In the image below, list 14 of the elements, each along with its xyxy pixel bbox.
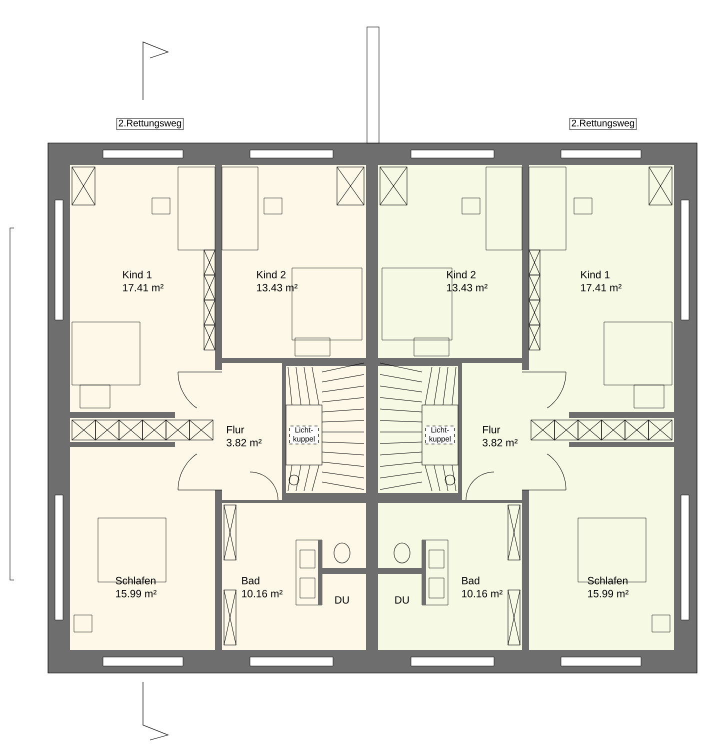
room-label: Schlafen 15.99 m²: [116, 576, 156, 598]
room-label: DU: [395, 596, 409, 604]
room-label: Flur 3.82 m²: [482, 426, 518, 446]
room-label: Kind 1 17.41 m²: [581, 270, 622, 292]
room-label: Flur 3.82 m²: [226, 426, 262, 446]
room-label: Schlafen 15.99 m²: [588, 576, 628, 598]
escape-route-tag: 2.Rettungsweg: [116, 118, 184, 130]
room-label: Kind 2 13.43 m²: [257, 270, 298, 292]
room-label: Bad 10.16 m²: [242, 576, 282, 598]
room-label: DU: [335, 596, 349, 604]
room-label: Kind 2 13.43 m²: [447, 270, 488, 292]
room-label: Bad 10.16 m²: [462, 576, 502, 598]
room-label: Kind 1 17.41 m²: [123, 270, 164, 292]
escape-route-tag: 2.Rettungsweg: [570, 118, 636, 130]
